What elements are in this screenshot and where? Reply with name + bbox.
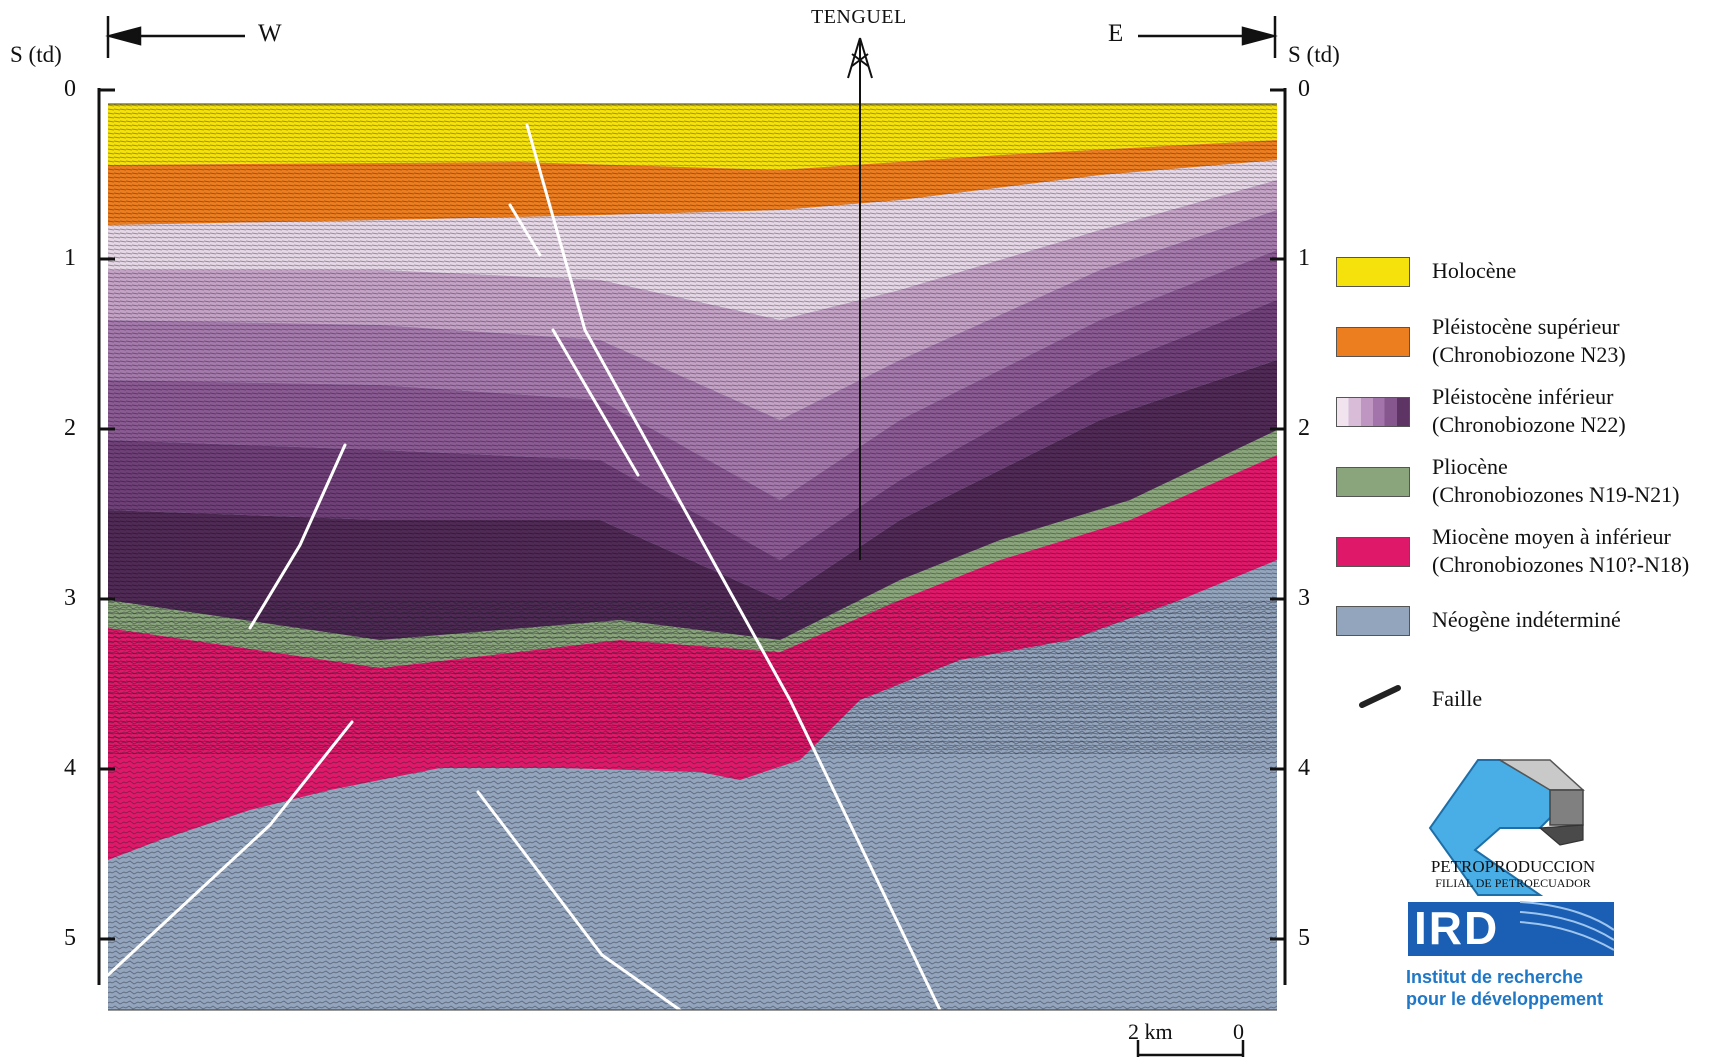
right-axis-title: S (td) [1288, 42, 1340, 67]
right-tick-3: 3 [1298, 585, 1310, 611]
direction-arrows [105, 16, 1278, 58]
left-depth-axis [97, 88, 115, 985]
legend-item-pliocene: Pliocène (Chronobiozones N19-N21) [1336, 453, 1726, 513]
left-tick-2: 2 [64, 415, 76, 441]
left-tick-4: 4 [64, 755, 76, 781]
legend-label: Faille [1432, 686, 1483, 711]
scale-bar [1136, 1040, 1245, 1057]
legend-label: Pliocène [1432, 454, 1508, 479]
right-tick-4: 4 [1298, 755, 1310, 781]
legend-label: Pléistocène supérieur [1432, 314, 1620, 339]
legend-label: Holocène [1432, 258, 1517, 283]
legend-item-holocene: Holocène [1336, 255, 1726, 315]
ird-logo-mark [1408, 901, 1615, 956]
legend-item-pleistocene-inf: Pléistocène inférieur (Chronobiozone N22… [1336, 383, 1726, 443]
west-label: W [258, 20, 282, 47]
legend-swatch [1336, 467, 1410, 497]
left-tick-1: 1 [64, 245, 76, 271]
ird-caption-line2: pour le développement [1406, 989, 1604, 1009]
legend-label: Pléistocène inférieur [1432, 384, 1614, 409]
left-axis-title: S (td) [10, 42, 62, 67]
legend-sublabel: (Chronobiozones N19-N21) [1432, 482, 1680, 507]
fault-lines [108, 123, 942, 1010]
legend-swatch [1336, 397, 1410, 427]
ird-logo-text: IRD [1414, 902, 1500, 954]
well-label: TENGUEL [811, 6, 907, 28]
ird-caption-line1: Institut de recherche [1406, 967, 1584, 987]
scale-zero-label: 0 [1233, 1019, 1244, 1044]
legend-label: Néogène indéterminé [1432, 607, 1621, 632]
legend-label: Miocène moyen à inférieur [1432, 524, 1671, 549]
left-tick-0: 0 [64, 76, 76, 102]
legend-item-faille: Faille [1336, 685, 1726, 745]
right-tick-2: 2 [1298, 415, 1310, 441]
legend-swatch [1336, 257, 1410, 287]
legend-item-pleistocene-sup: Pléistocène supérieur (Chronobiozone N23… [1336, 313, 1726, 373]
legend-item-neogene: Néogène indéterminé [1336, 606, 1726, 666]
legend-sublabel: (Chronobiozone N22) [1432, 412, 1626, 437]
right-tick-5: 5 [1298, 925, 1310, 951]
petroproduccion-logo-icon [1428, 759, 1585, 896]
legend-sublabel: (Chronobiozone N23) [1432, 342, 1626, 367]
legend-swatch [1336, 606, 1410, 636]
left-tick-3: 3 [64, 585, 76, 611]
legend-swatch [1336, 537, 1410, 567]
east-label: E [1108, 20, 1124, 47]
well-derrick [847, 37, 873, 560]
petroproduccion-subtitle: FILIAL DE PETROECUADOR [1435, 876, 1591, 890]
petroproduccion-name: PETROPRODUCCION [1430, 857, 1596, 876]
legend-fault-symbol [1359, 685, 1401, 708]
right-depth-axis [1270, 88, 1287, 985]
right-tick-0: 0 [1298, 76, 1310, 102]
legend-sublabel: (Chronobiozones N10?-N18) [1432, 552, 1690, 577]
scale-distance-label: 2 km [1128, 1019, 1173, 1044]
legend-item-miocene: Miocène moyen à inférieur (Chronobiozone… [1336, 523, 1726, 583]
right-tick-1: 1 [1298, 245, 1310, 271]
left-tick-5: 5 [64, 925, 76, 951]
legend-swatch [1336, 327, 1410, 357]
